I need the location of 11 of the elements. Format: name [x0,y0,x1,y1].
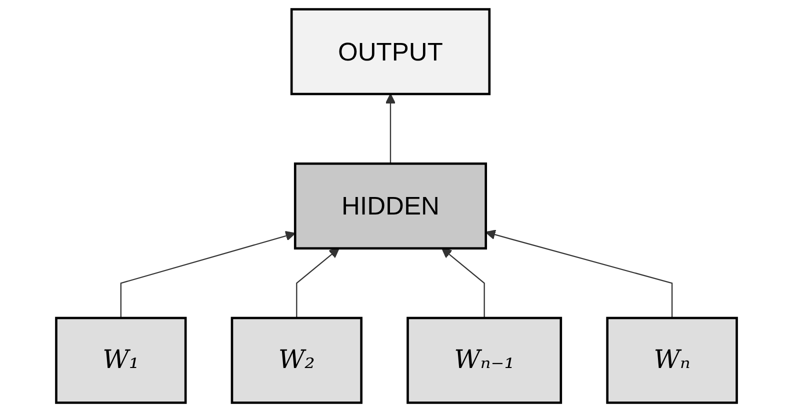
arrow [296,248,340,318]
arrow [385,94,396,164]
node-box: W₂ [230,316,362,404]
arrow [485,230,673,318]
node-box: OUTPUT [290,8,491,96]
node-box: HIDDEN [294,162,488,250]
node-box: Wₙ [606,316,738,404]
arrow [442,248,485,318]
node-box: W₁ [55,316,187,404]
arrow [120,230,296,318]
node-box: Wₙ₋₁ [406,316,562,404]
